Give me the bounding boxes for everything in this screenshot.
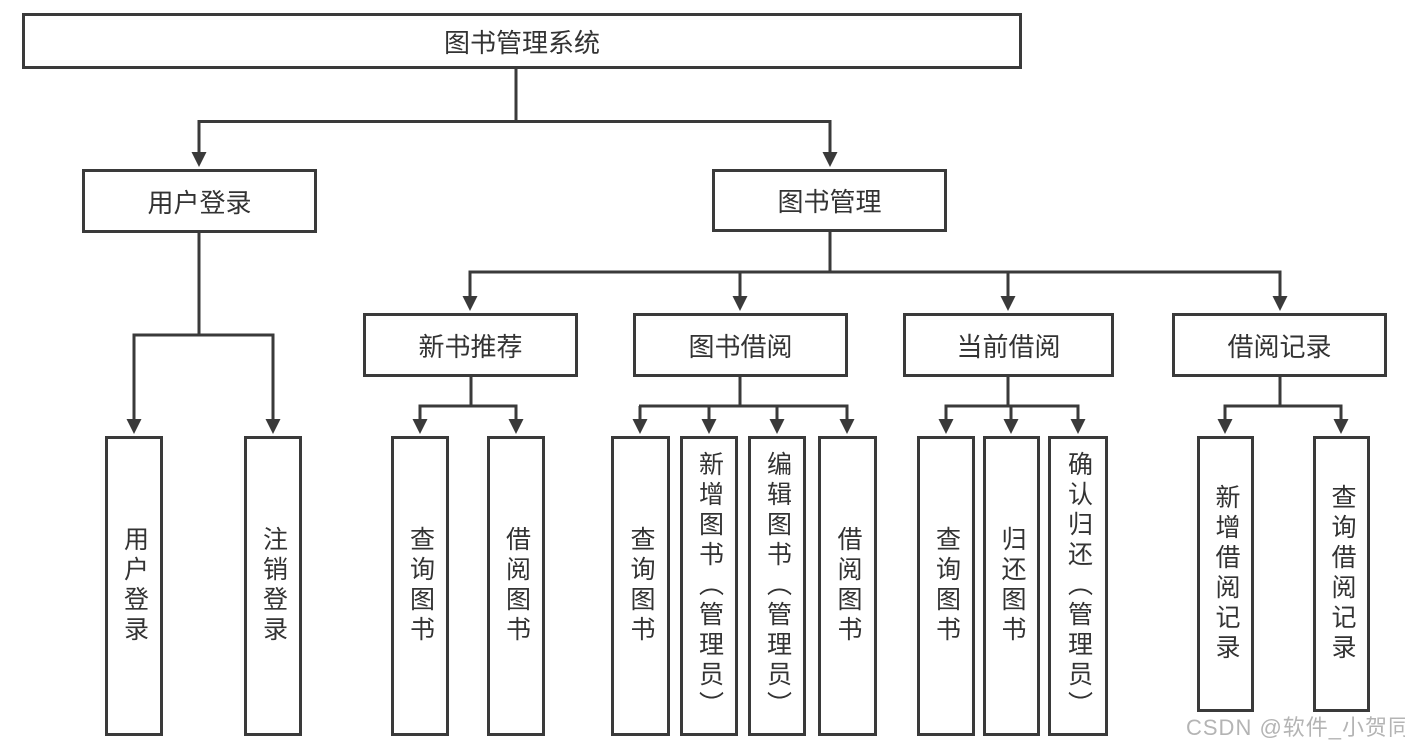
node-new-book-recommend-label: 新书推荐 [418, 331, 523, 362]
leaf-query-books-1: 查询图书 [391, 436, 449, 736]
csdn-watermark: CSDN @软件_小贺同学 [1186, 715, 1405, 740]
leaf-add-borrow-record-label: 新增借阅记录 [1212, 484, 1240, 664]
node-borrow-records-label: 借阅记录 [1227, 331, 1332, 362]
leaf-query-books-2: 查询图书 [611, 436, 670, 736]
leaf-query-books-1-label: 查询图书 [406, 526, 435, 646]
node-user-login-label: 用户登录 [147, 187, 252, 218]
leaf-edit-books-admin: 编辑图书（管理员） [748, 436, 806, 736]
leaf-borrow-books-2-label: 借阅图书 [834, 526, 862, 646]
leaf-edit-books-admin-label: 编辑图书（管理员） [763, 451, 792, 721]
leaf-query-books-3-label: 查询图书 [932, 526, 961, 646]
leaf-query-borrow-record-label: 查询借阅记录 [1328, 484, 1356, 664]
leaf-query-books-3: 查询图书 [917, 436, 975, 736]
node-root: 图书管理系统 [22, 13, 1022, 69]
leaf-user-login-label: 用户登录 [120, 526, 149, 646]
leaf-return-books-label: 归还图书 [998, 526, 1026, 646]
leaf-logout-label: 注销登录 [259, 526, 288, 646]
leaf-add-books-admin-label: 新增图书（管理员） [695, 451, 724, 721]
leaf-borrow-books-1: 借阅图书 [487, 436, 545, 736]
node-current-borrow: 当前借阅 [903, 313, 1114, 377]
node-user-login: 用户登录 [82, 169, 317, 233]
leaf-user-login: 用户登录 [105, 436, 163, 736]
leaf-confirm-return-admin: 确认归还（管理员） [1048, 436, 1108, 736]
node-book-borrow-label: 图书借阅 [688, 331, 793, 362]
node-book-borrow: 图书借阅 [633, 313, 848, 377]
leaf-confirm-return-admin-label: 确认归还（管理员） [1064, 451, 1093, 721]
leaf-borrow-books-2: 借阅图书 [818, 436, 877, 736]
leaf-borrow-books-1-label: 借阅图书 [502, 526, 531, 646]
leaf-query-books-2-label: 查询图书 [627, 526, 655, 646]
leaf-logout: 注销登录 [244, 436, 302, 736]
leaf-add-borrow-record: 新增借阅记录 [1197, 436, 1254, 712]
node-borrow-records: 借阅记录 [1172, 313, 1387, 377]
node-book-management-label: 图书管理 [777, 187, 882, 217]
node-new-book-recommend: 新书推荐 [363, 313, 578, 377]
leaf-return-books: 归还图书 [983, 436, 1040, 736]
node-root-label: 图书管理系统 [443, 27, 600, 58]
node-book-management: 图书管理 [712, 169, 947, 232]
leaf-add-books-admin: 新增图书（管理员） [680, 436, 738, 736]
leaf-query-borrow-record: 查询借阅记录 [1313, 436, 1370, 712]
tree-edges [132, 69, 1343, 420]
node-current-borrow-label: 当前借阅 [956, 331, 1061, 362]
